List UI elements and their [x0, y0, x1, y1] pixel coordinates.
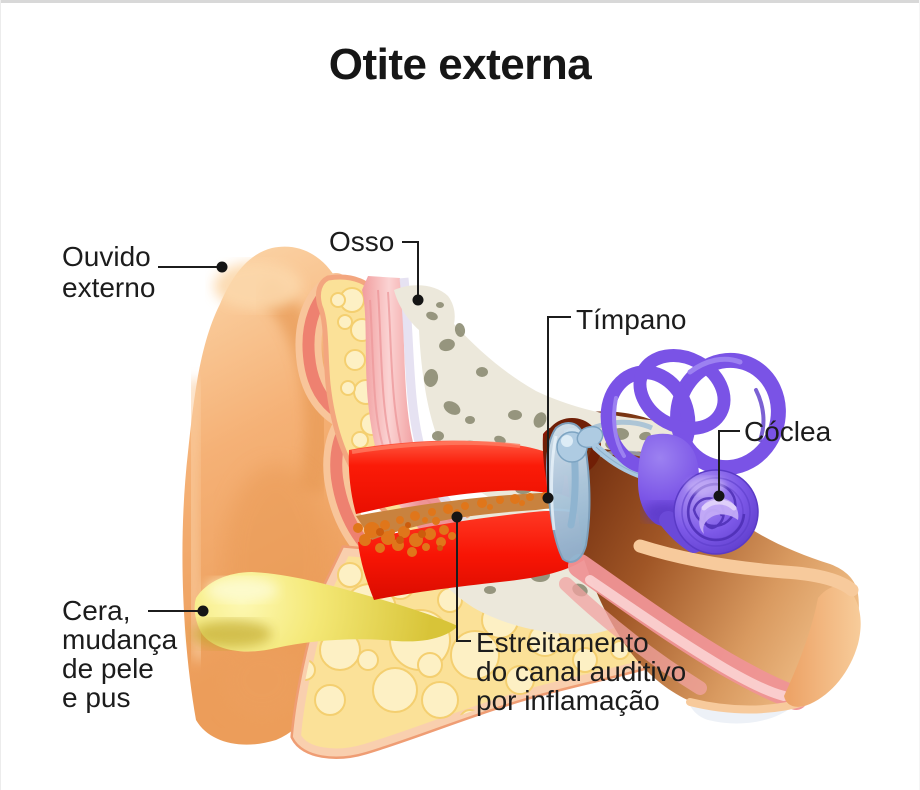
tube-skin-band [633, 539, 859, 597]
page-top-border [0, 0, 920, 3]
label-osso: Osso [329, 226, 395, 257]
label-cera: Cera, mudança de pele e pus [62, 595, 178, 713]
leader-coclea [718, 430, 740, 493]
leader-osso [402, 241, 419, 297]
page-left-border [0, 0, 1, 790]
cochlea-spiral [686, 482, 746, 542]
cochlea [673, 469, 759, 555]
pus-bubbles [353, 492, 561, 557]
eustachian-tube [559, 539, 861, 724]
label-ouvido-externo: Ouvido externo [62, 241, 156, 303]
leader-estreitamento [456, 520, 471, 642]
label-estreitamento: Estreitamento do canal auditivo por infl… [476, 627, 687, 716]
ear-wax [192, 572, 458, 652]
page-title: Otite externa [328, 40, 592, 89]
leader-timpano [547, 316, 571, 495]
label-coclea: Cóclea [744, 416, 832, 447]
label-timpano: Tímpano [576, 304, 687, 335]
ear-canal-inflamed [348, 440, 584, 600]
leader-lines [148, 241, 740, 642]
